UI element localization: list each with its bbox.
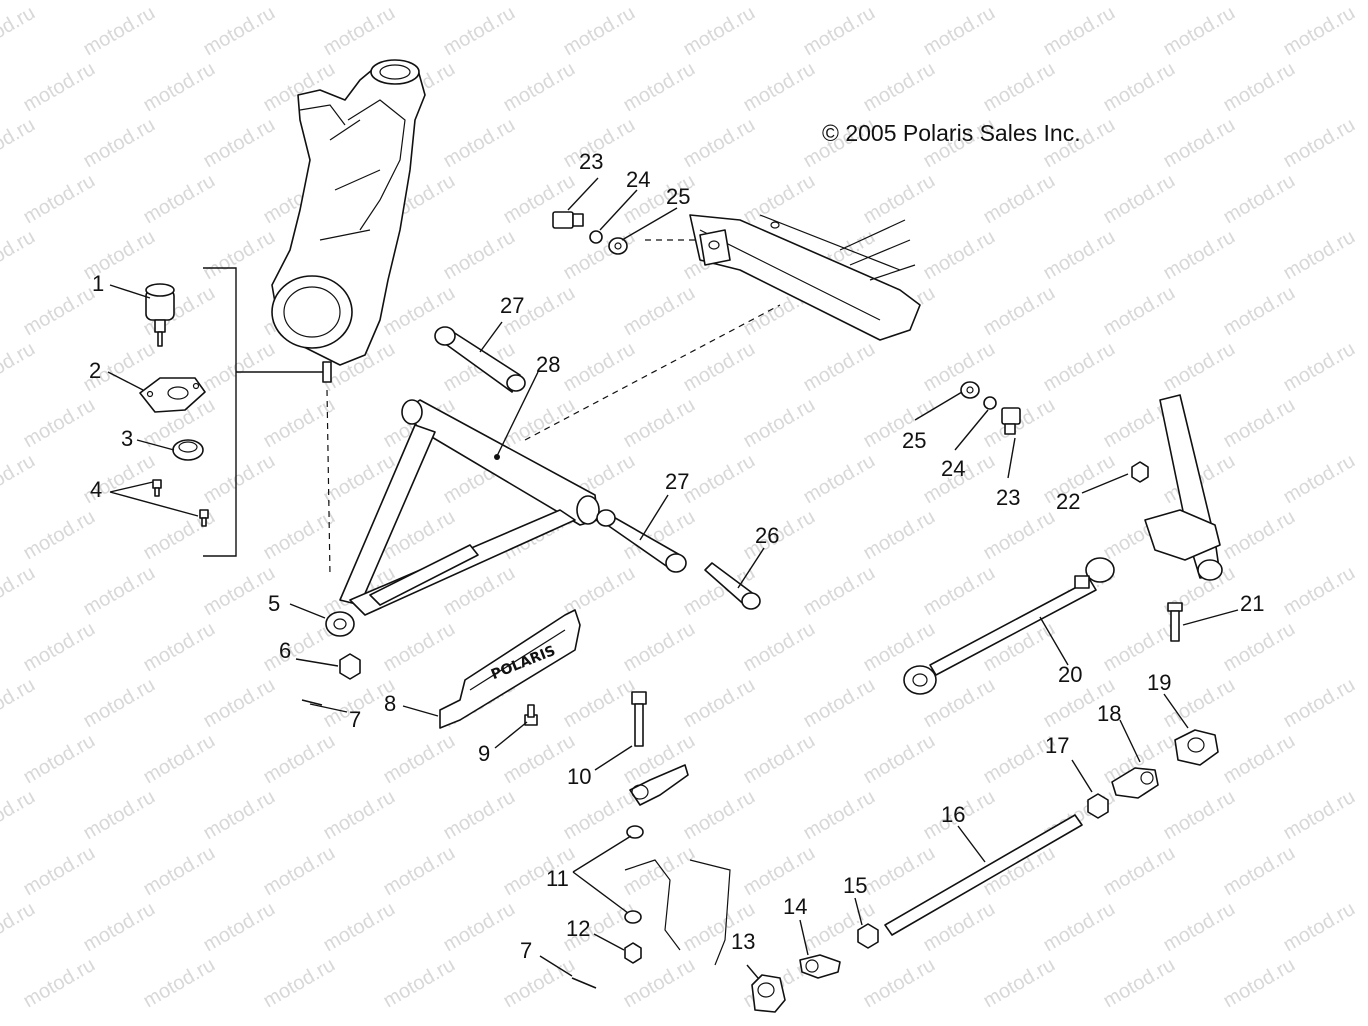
callout-17: 17 (1045, 733, 1069, 758)
tie-rod-shaft-16 (884, 814, 1083, 936)
cotter-pin-7 (301, 699, 323, 706)
callout-3: 3 (121, 426, 133, 451)
callout-27-lower: 27 (665, 469, 689, 494)
callout-23-upper: 23 (579, 149, 603, 174)
rod-end-18 (1111, 767, 1159, 799)
callout-27-upper: 27 (500, 293, 524, 318)
nut-22 (1131, 461, 1149, 483)
bolt-washer-set-upper (552, 211, 628, 255)
callout-25-lower: 25 (902, 428, 926, 453)
callout-18: 18 (1097, 701, 1121, 726)
washers-11 (624, 825, 644, 924)
callout-6: 6 (279, 638, 291, 663)
callout-28: 28 (536, 352, 560, 377)
steering-post (1144, 394, 1223, 581)
frame-tube (689, 214, 921, 341)
callout-11: 11 (546, 866, 569, 891)
pivot-tube-lower (596, 509, 687, 573)
callout-13: 13 (731, 929, 755, 954)
tie-rod-assembly (903, 557, 1115, 695)
group-bracket (203, 267, 237, 557)
callout-7: 7 (349, 707, 361, 732)
bolt-21 (1167, 602, 1183, 642)
a-arm (325, 399, 600, 637)
castle-nut-6 (339, 653, 361, 680)
callout-14: 14 (783, 894, 807, 919)
callout-24-upper: 24 (626, 167, 650, 192)
callout-2: 2 (89, 358, 101, 383)
bolt-washer-set-lower (960, 381, 1021, 435)
callout-5: 5 (268, 591, 280, 616)
callout-16: 16 (941, 802, 965, 827)
pivot-bolt-tube (704, 562, 761, 610)
ball-joint-plate (139, 377, 206, 413)
callout-10: 10 (567, 764, 591, 789)
callout-23-lower: 23 (996, 485, 1020, 510)
rod-end-14 (799, 954, 841, 979)
callout-1: 1 (92, 271, 104, 296)
steering-knuckle (271, 59, 426, 383)
callout-25-upper: 25 (666, 184, 690, 209)
jam-nut-15 (857, 923, 879, 949)
callout-21: 21 (1240, 591, 1264, 616)
callout-22: 22 (1056, 489, 1080, 514)
copyright-notice: © 2005 Polaris Sales Inc. (822, 120, 1081, 146)
lower-bracket (624, 859, 731, 966)
skid-plate: POLARIS (439, 609, 581, 729)
nut-12 (624, 942, 642, 964)
alignment-line (524, 304, 781, 441)
callout-15: 15 (843, 873, 867, 898)
screws (152, 479, 209, 527)
callout-4: 4 (90, 477, 102, 502)
bolt-10 (631, 691, 647, 747)
callout-8: 8 (384, 691, 396, 716)
callout-7-lower: 7 (520, 938, 532, 963)
cotter-pin-7-lower (571, 977, 597, 989)
alignment-line (326, 389, 331, 576)
retaining-ring (172, 439, 204, 461)
callout-19: 19 (1147, 670, 1171, 695)
pivot-tube-upper (434, 326, 526, 393)
callout-labels: 1 2 3 4 5 6 7 8 9 10 11 12 7 13 14 15 16… (89, 149, 1264, 963)
screw-9 (524, 704, 538, 726)
callout-9: 9 (478, 741, 490, 766)
ball-joint (145, 283, 175, 347)
callout-20: 20 (1058, 662, 1082, 687)
shock-lower-mount (629, 764, 689, 806)
callout-24-lower: 24 (941, 456, 965, 481)
rod-end-19 (1174, 729, 1219, 766)
callout-26: 26 (755, 523, 779, 548)
callout-12: 12 (566, 916, 590, 941)
jam-nut-17 (1087, 793, 1109, 819)
rod-end-13 (751, 974, 786, 1013)
leader-lines (107, 177, 1239, 979)
